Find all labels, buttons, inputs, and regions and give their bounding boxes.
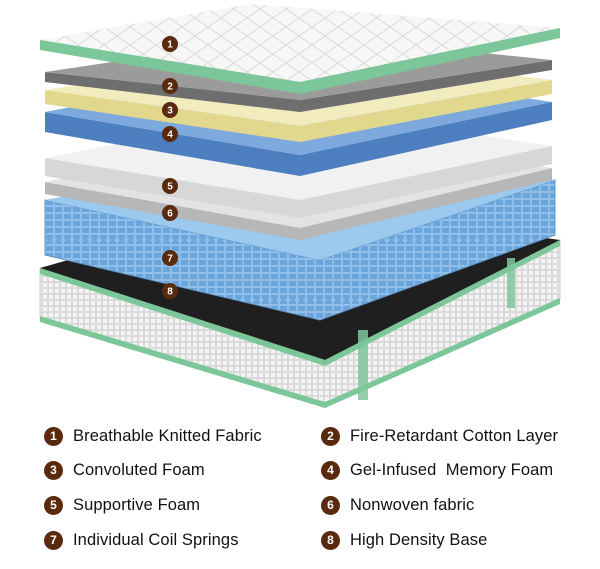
svg-text:6: 6 <box>167 209 173 220</box>
badge-3: 3 <box>162 102 178 118</box>
legend-badge: 7 <box>44 530 63 550</box>
legend-badge: 5 <box>44 495 63 515</box>
svg-text:7: 7 <box>167 254 173 265</box>
svg-text:5: 5 <box>167 182 173 193</box>
badge-1: 1 <box>162 36 178 52</box>
legend-item-4: 4 Gel-Infused Memory Foam <box>321 457 553 483</box>
legend-item-3: 3 Convoluted Foam <box>44 457 205 483</box>
legend-label: Supportive Foam <box>73 495 201 514</box>
legend-item-8: 8 High Density Base <box>321 527 487 553</box>
legend-item-5: 5 Supportive Foam <box>44 492 200 518</box>
legend-badge: 3 <box>44 460 63 480</box>
legend-item-6: 6 Nonwoven fabric <box>321 492 474 518</box>
svg-text:8: 8 <box>167 287 173 298</box>
legend-badge: 8 <box>321 530 340 550</box>
badge-2: 2 <box>162 78 178 94</box>
svg-text:1: 1 <box>167 40 173 51</box>
svg-text:3: 3 <box>167 106 173 117</box>
legend-badge: 6 <box>321 495 340 515</box>
badge-6: 6 <box>162 205 178 221</box>
legend-label: Breathable Knitted Fabric <box>73 426 262 445</box>
legend-badge: 1 <box>44 426 63 446</box>
legend-item-1: 1 Breathable Knitted Fabric <box>44 423 262 449</box>
legend-label: Individual Coil Springs <box>73 530 239 549</box>
legend-label: Gel-Infused Memory Foam <box>350 460 554 479</box>
svg-text:2: 2 <box>167 82 173 93</box>
badge-4: 4 <box>162 126 178 142</box>
legend-label: Nonwoven fabric <box>350 495 475 514</box>
legend-item-7: 7 Individual Coil Springs <box>44 527 239 553</box>
legend-label: Fire-Retardant Cotton Layer <box>350 426 559 445</box>
mattress-layers-illustration: 1 2 3 4 5 6 7 8 <box>39 4 561 408</box>
legend-badge: 4 <box>321 460 340 480</box>
legend-item-2: 2 Fire-Retardant Cotton Layer <box>321 423 558 449</box>
svg-text:4: 4 <box>167 130 173 141</box>
badge-5: 5 <box>162 178 178 194</box>
badge-8: 8 <box>162 283 178 299</box>
legend-badge: 2 <box>321 426 340 446</box>
badge-7: 7 <box>162 250 178 266</box>
legend-label: High Density Base <box>350 530 488 549</box>
layer-knitted-fabric <box>40 4 560 94</box>
legend-label: Convoluted Foam <box>73 460 205 479</box>
layer-legend: 1 Breathable Knitted Fabric 2 Fire-Retar… <box>0 418 600 568</box>
